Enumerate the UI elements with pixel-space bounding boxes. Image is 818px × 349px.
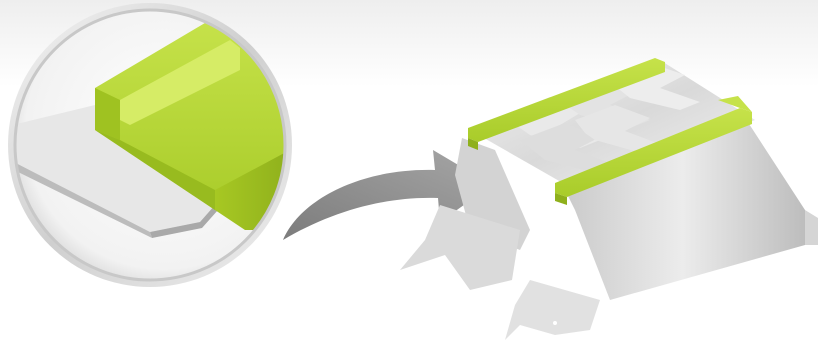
- illustration-stage: [0, 0, 818, 349]
- product-illustration: [0, 0, 818, 349]
